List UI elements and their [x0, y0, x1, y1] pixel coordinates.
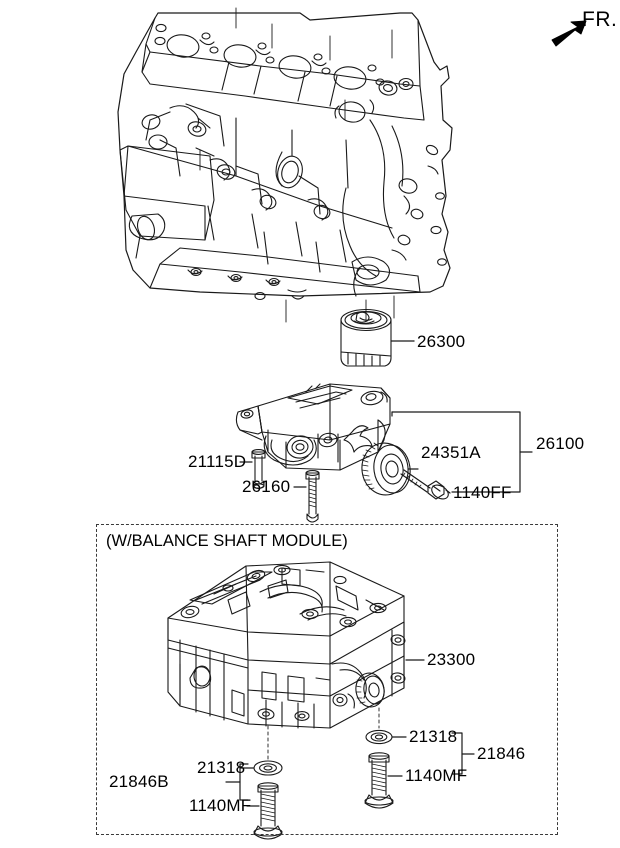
part-label-1140ff: 1140FF: [453, 483, 512, 502]
arrow-up-left-icon: [551, 20, 587, 47]
orientation-label: FR.: [582, 8, 618, 31]
part-label-21115d: 21115D: [188, 452, 247, 471]
hardware-left: [239, 725, 283, 840]
engine-block-illustration: [117, 7, 453, 323]
part-label-26160: 26160: [242, 477, 291, 496]
part-label-21846b: 21846B: [109, 772, 169, 791]
part-label-26100: 26100: [536, 434, 585, 453]
set-bracket-21846b: [225, 763, 249, 801]
oil-filter-part: [340, 299, 415, 367]
bolt-26160: [293, 470, 320, 523]
balance-shaft-group-box: [96, 524, 558, 835]
flange-bolt-1140ff: [400, 469, 451, 500]
part-label-21318-right: 21318: [409, 727, 458, 746]
set-bracket-21846: [451, 732, 475, 775]
hardware-right: [364, 707, 407, 809]
assembly-bracket-26100: [391, 411, 533, 493]
part-label-26300: 26300: [417, 332, 466, 351]
part-label-1140mf-right: 1140MF: [405, 766, 468, 785]
part-label-21318-left: 21318: [197, 758, 246, 777]
bolt-21115d: [239, 449, 266, 490]
oil-pump-body: [235, 383, 391, 471]
drive-gear-part: [361, 442, 419, 496]
part-label-23300: 23300: [427, 650, 476, 669]
part-label-1140mf-left: 1140MF: [189, 796, 252, 815]
group-box-title: (W/BALANCE SHAFT MODULE): [106, 532, 348, 550]
part-label-21846: 21846: [477, 744, 526, 763]
balance-shaft-module: [167, 561, 425, 729]
part-label-24351a: 24351A: [421, 443, 481, 462]
